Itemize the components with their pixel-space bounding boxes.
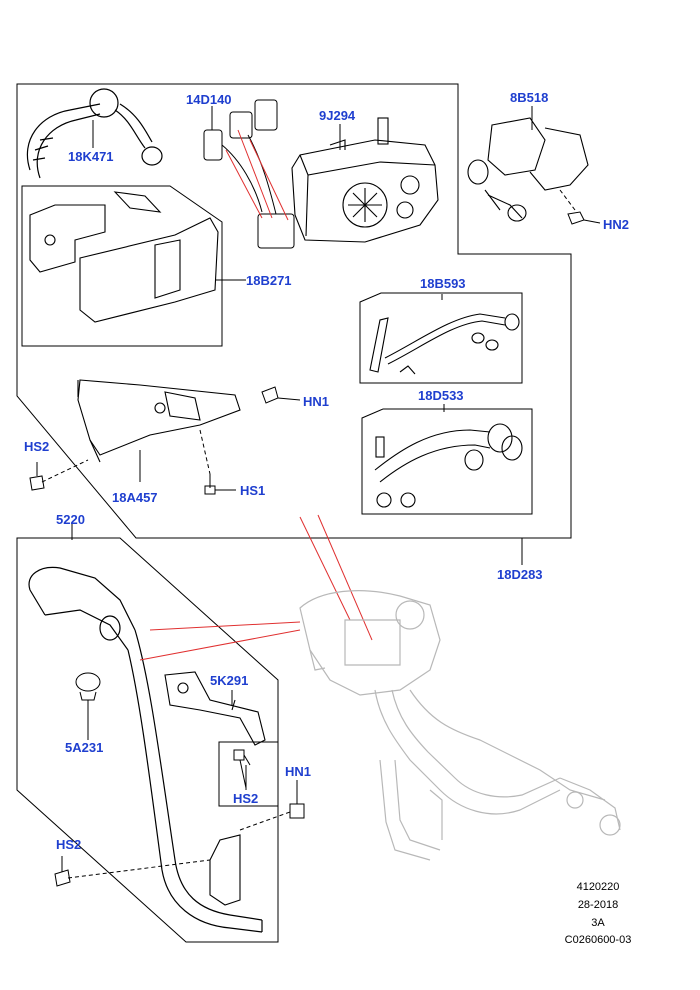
clip-HN2 [559, 189, 601, 225]
box-bracket-fasteners [218, 741, 279, 807]
callout-HS2-mid: HS2 [233, 791, 259, 806]
exhaust-5220 [28, 566, 263, 933]
screw-HS2-lower [54, 856, 211, 887]
clamp-5A231 [75, 672, 101, 740]
reference-line-1: 4120220 [576, 881, 620, 893]
clip-HN1-upper [261, 386, 301, 404]
callout-14D140: 14D140 [186, 92, 232, 107]
reference-line-3: 3A [591, 917, 605, 929]
box-18B593 [359, 292, 523, 384]
pipe-18B593 [369, 313, 520, 375]
callout-18D283: 18D283 [497, 567, 543, 582]
red-leaders [139, 129, 373, 661]
callout-HN1-upper: HN1 [303, 394, 330, 409]
callout-18B271: 18B271 [246, 273, 292, 288]
screw-HS1 [199, 429, 236, 495]
callout-HN1-lower: HN1 [285, 764, 312, 779]
callout-5A231: 5A231 [65, 740, 104, 755]
heater-9J294 [291, 117, 439, 243]
callout-18A457: 18A457 [112, 490, 158, 505]
callout-HS2-upper: HS2 [24, 439, 50, 454]
callout-5K291: 5K291 [210, 673, 249, 688]
pump-8B518 [467, 117, 589, 222]
hose-18D533 [374, 423, 523, 508]
box-18B271 [21, 185, 223, 347]
bracket-18A457 [77, 379, 241, 463]
screw-HS2-upper [29, 459, 89, 491]
upper-group-outline [16, 83, 572, 539]
lower-group-outline [16, 537, 279, 943]
callout-18K471: 18K471 [68, 149, 114, 164]
cover-18B271 [29, 191, 219, 323]
callout-HS1: HS1 [240, 483, 266, 498]
callout-18B593: 18B593 [420, 276, 466, 291]
harness-14D140 [203, 99, 295, 249]
callout-18D533: 18D533 [418, 388, 464, 403]
nut-HN1-lower [239, 784, 305, 831]
callout-8B518: 8B518 [510, 90, 549, 105]
callout-9J294: 9J294 [319, 108, 356, 123]
callout-HS2-lower: HS2 [56, 837, 82, 852]
callout-5220: 5220 [56, 512, 85, 527]
box-18D533 [361, 408, 533, 515]
reference-line-2: 28-2018 [577, 899, 619, 911]
callout-leaders [71, 106, 533, 790]
screw-HS2-mid [233, 749, 251, 789]
bracket-5K291 [164, 671, 266, 746]
callout-HN2: HN2 [603, 217, 630, 232]
reference-line-4: C0260600-03 [564, 934, 632, 946]
vehicle-assembly-ghost [299, 590, 621, 861]
hanger-bracket [209, 834, 241, 906]
hose-18K471 [26, 88, 163, 179]
